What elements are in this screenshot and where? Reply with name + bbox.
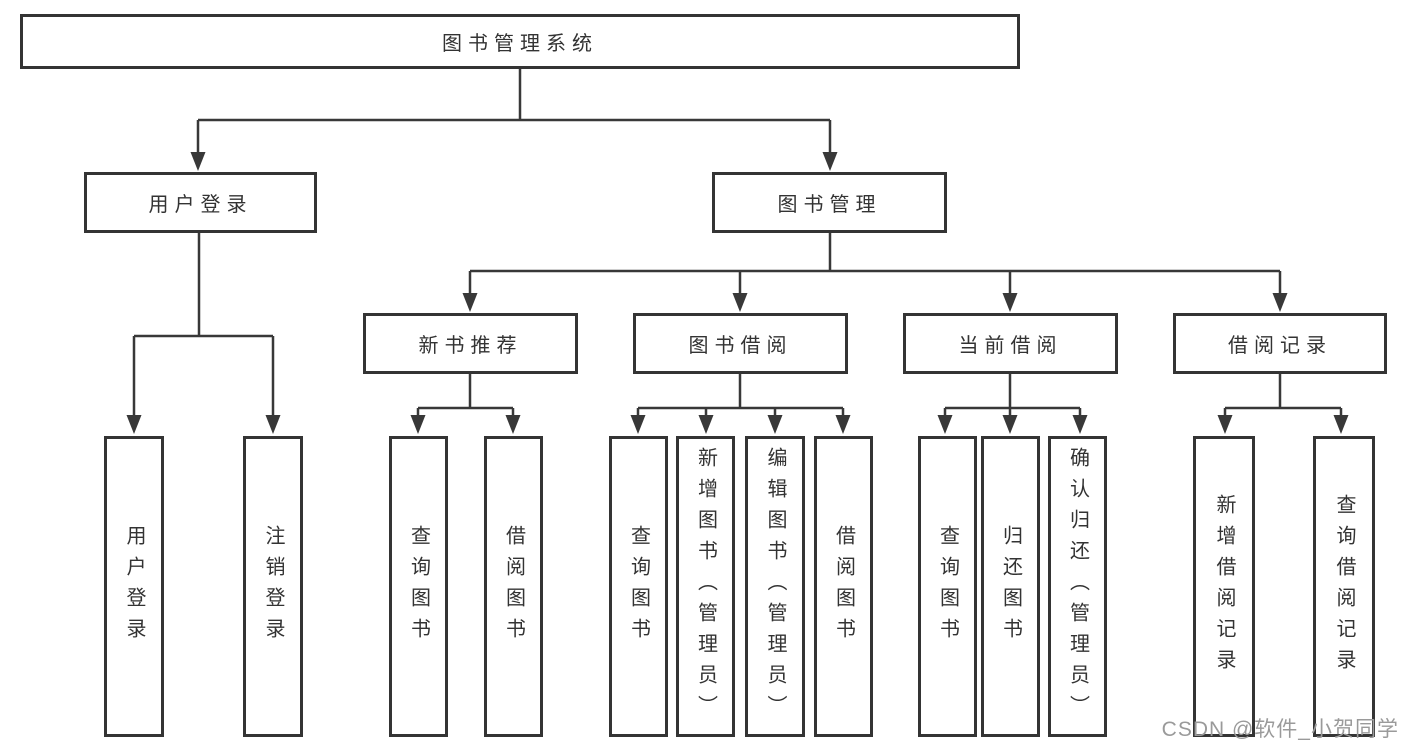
node-label: 确认归还（管理员） bbox=[1066, 447, 1089, 726]
arrow-down-icon bbox=[265, 415, 281, 434]
arrow-down-icon bbox=[190, 152, 206, 171]
node-label: 借阅记录 bbox=[1228, 335, 1332, 357]
node-new-book-recommend: 新书推荐 bbox=[363, 313, 578, 374]
edge-root-to-level2 bbox=[196, 69, 832, 152]
leaf-query-books-current: 查询图书 bbox=[918, 436, 977, 737]
node-label: 图书管理系统 bbox=[442, 33, 598, 55]
node-user-login: 用户登录 bbox=[84, 172, 317, 233]
arrow-down-icon bbox=[732, 293, 748, 312]
node-label: 归还图书 bbox=[999, 524, 1022, 649]
edge-userlogin-to-leaves bbox=[132, 232, 275, 415]
arrow-down-icon bbox=[505, 415, 521, 434]
node-label: 用户登录 bbox=[148, 194, 253, 216]
node-book-borrow: 图书借阅 bbox=[633, 313, 848, 374]
arrow-down-icon bbox=[937, 415, 953, 434]
node-borrow-records: 借阅记录 bbox=[1173, 313, 1387, 374]
leaf-edit-book-admin: 编辑图书（管理员） bbox=[745, 436, 805, 737]
leaf-add-borrow-record: 新增借阅记录 bbox=[1193, 436, 1255, 737]
leaf-user-login: 用户登录 bbox=[104, 436, 164, 737]
watermark: CSDN @软件_小贺同学 bbox=[1161, 718, 1399, 741]
edge-bookborrow-to-leaves bbox=[636, 374, 845, 415]
node-book-management: 图书管理 bbox=[712, 172, 947, 233]
edge-newbook-to-leaves bbox=[416, 374, 515, 415]
arrow-down-icon bbox=[1002, 293, 1018, 312]
arrow-down-icon bbox=[767, 415, 783, 434]
arrow-down-icon bbox=[126, 415, 142, 434]
node-label: 查询图书 bbox=[627, 524, 650, 649]
arrow-down-icon bbox=[1272, 293, 1288, 312]
node-label: 新增借阅记录 bbox=[1213, 493, 1235, 680]
node-current-borrow: 当前借阅 bbox=[903, 313, 1118, 374]
edge-currentborrow-to-leaves bbox=[943, 374, 1082, 415]
node-label: 新增图书（管理员） bbox=[694, 447, 717, 726]
arrow-down-icon bbox=[462, 293, 478, 312]
node-label: 当前借阅 bbox=[958, 335, 1063, 357]
arrowheads bbox=[126, 152, 1349, 434]
node-label: 查询图书 bbox=[407, 524, 430, 649]
node-label: 查询借阅记录 bbox=[1333, 493, 1355, 680]
node-library-management-system: 图书管理系统 bbox=[20, 14, 1020, 69]
node-label: 借阅图书 bbox=[832, 524, 855, 649]
leaf-logout: 注销登录 bbox=[243, 436, 303, 737]
arrow-down-icon bbox=[1217, 415, 1233, 434]
leaf-confirm-return-admin: 确认归还（管理员） bbox=[1048, 436, 1107, 737]
arrow-down-icon bbox=[698, 415, 714, 434]
node-label: 查询图书 bbox=[936, 524, 959, 649]
node-label: 注销登录 bbox=[262, 524, 284, 649]
arrow-down-icon bbox=[630, 415, 646, 434]
node-label: 借阅图书 bbox=[502, 524, 525, 649]
edge-bookmgmt-to-level3 bbox=[468, 232, 1282, 293]
leaf-query-books-borrow: 查询图书 bbox=[609, 436, 668, 737]
leaf-query-books-recommend: 查询图书 bbox=[389, 436, 448, 737]
node-label: 新书推荐 bbox=[418, 335, 523, 357]
arrow-down-icon bbox=[835, 415, 851, 434]
arrow-down-icon bbox=[1072, 415, 1088, 434]
arrow-down-icon bbox=[410, 415, 426, 434]
arrow-down-icon bbox=[822, 152, 838, 171]
leaf-query-borrow-record: 查询借阅记录 bbox=[1313, 436, 1375, 737]
arrow-down-icon bbox=[1333, 415, 1349, 434]
leaf-add-book-admin: 新增图书（管理员） bbox=[676, 436, 735, 737]
arrow-down-icon bbox=[1002, 415, 1018, 434]
node-label: 图书管理 bbox=[777, 194, 882, 216]
leaf-return-book: 归还图书 bbox=[981, 436, 1040, 737]
node-label: 编辑图书（管理员） bbox=[764, 447, 786, 726]
leaf-borrow-books: 借阅图书 bbox=[814, 436, 873, 737]
leaf-borrow-books-recommend: 借阅图书 bbox=[484, 436, 543, 737]
node-label: 用户登录 bbox=[123, 524, 145, 649]
node-label: 图书借阅 bbox=[688, 335, 793, 357]
edge-records-to-leaves bbox=[1223, 374, 1343, 415]
